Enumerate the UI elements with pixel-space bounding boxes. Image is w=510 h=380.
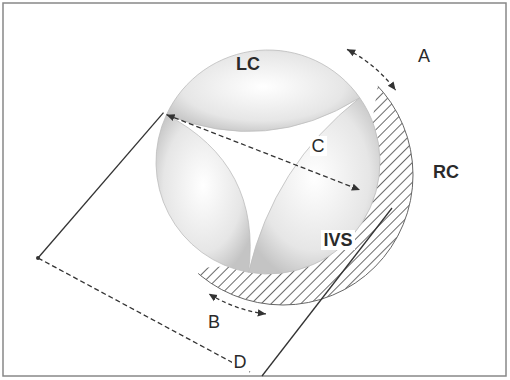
cusp-label: LC bbox=[234, 54, 262, 74]
extension-line bbox=[38, 113, 163, 258]
dimension-label: B bbox=[206, 312, 222, 332]
dimension-label: C bbox=[310, 136, 327, 156]
orifice bbox=[156, 50, 380, 274]
dimension-line bbox=[166, 115, 360, 190]
dimension-label: A bbox=[416, 46, 432, 66]
cusp-label: RC bbox=[431, 162, 461, 182]
septum-hatch bbox=[153, 45, 413, 305]
valve-cusp bbox=[166, 50, 359, 131]
valve-cusp bbox=[156, 115, 250, 273]
frame bbox=[3, 3, 506, 376]
dimension-line bbox=[38, 258, 250, 372]
region-label: IVS bbox=[321, 230, 354, 250]
dimension-arc bbox=[347, 49, 396, 90]
extension-line bbox=[262, 208, 392, 376]
valve-cusp bbox=[249, 98, 380, 274]
dimension-label: D bbox=[232, 352, 249, 372]
dimension-arc bbox=[209, 294, 266, 314]
dimension-dot bbox=[36, 256, 40, 260]
